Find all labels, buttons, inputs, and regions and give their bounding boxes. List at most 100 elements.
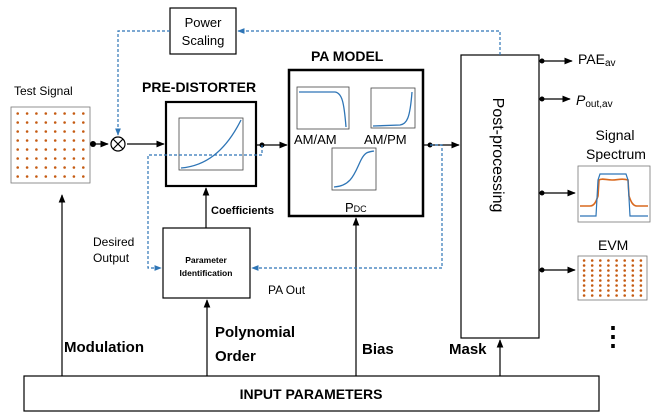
- constellation-point: [615, 264, 618, 267]
- constellation-point: [590, 279, 594, 282]
- constellation-point: [623, 269, 626, 272]
- constellation-point: [53, 148, 57, 151]
- am-pm-curve: [372, 91, 413, 127]
- constellation-point: [25, 130, 29, 133]
- constellation-point: [607, 289, 610, 292]
- constellation-point: [63, 175, 66, 178]
- pa-out-label: PA Out: [268, 283, 306, 297]
- constellation-point: [25, 148, 29, 151]
- mask-label: Mask: [449, 341, 487, 358]
- input-parameters-box: [23, 375, 600, 412]
- constellation-point: [35, 157, 38, 160]
- constellation-point: [615, 274, 618, 277]
- constellation-point: [44, 166, 48, 169]
- constellation-point: [16, 139, 20, 142]
- constellation-point: [615, 279, 618, 282]
- constellation-point: [582, 259, 586, 262]
- constellation-point: [599, 289, 602, 292]
- constellation-point: [44, 112, 48, 115]
- constellation-point: [599, 284, 602, 287]
- constellation-point: [25, 121, 29, 124]
- constellation-point: [72, 166, 76, 169]
- constellation-point: [44, 148, 48, 151]
- test-signal-constellation: [16, 112, 85, 178]
- constellation-point: [607, 294, 610, 297]
- constellation-point: [72, 112, 76, 115]
- constellation-point: [607, 284, 610, 287]
- evm-plot: [577, 255, 648, 301]
- input-parameters-label: INPUT PARAMETERS: [240, 386, 383, 402]
- p-dc-curve: [333, 150, 375, 188]
- constellation-point: [53, 121, 57, 124]
- constellation-point: [63, 157, 66, 160]
- pre-distorter-title: PRE-DISTORTER: [142, 79, 256, 95]
- constellation-point: [590, 284, 594, 287]
- more-outputs-ellipsis: ⋮: [600, 321, 626, 351]
- constellation-point: [599, 264, 602, 267]
- constellation-point: [16, 130, 20, 133]
- constellation-point: [25, 112, 29, 115]
- spectrum-blue-trace: [580, 173, 648, 217]
- constellation-point: [639, 294, 643, 297]
- constellation-point: [615, 259, 618, 262]
- constellation-point: [72, 148, 76, 151]
- constellation-point: [35, 130, 38, 133]
- constellation-point: [82, 139, 85, 142]
- constellation-point: [615, 284, 618, 287]
- polynomial-order-label-1: Polynomial: [215, 324, 295, 341]
- constellation-point: [590, 269, 594, 272]
- constellation-point: [623, 279, 626, 282]
- constellation-point: [82, 148, 85, 151]
- constellation-point: [16, 112, 20, 115]
- constellation-point: [639, 279, 643, 282]
- power-scaling-label-2: Scaling: [182, 33, 225, 48]
- constellation-point: [623, 289, 626, 292]
- constellation-point: [599, 269, 602, 272]
- constellation-point: [16, 121, 20, 124]
- constellation-point: [590, 259, 594, 262]
- constellation-point: [590, 289, 594, 292]
- constellation-point: [631, 269, 635, 272]
- constellation-point: [63, 112, 66, 115]
- constellation-point: [72, 175, 76, 178]
- constellation-point: [44, 130, 48, 133]
- constellation-point: [599, 259, 602, 262]
- parameter-identification-box: [162, 227, 251, 299]
- modulation-label: Modulation: [64, 339, 144, 356]
- constellation-point: [35, 166, 38, 169]
- signal-spectrum-label-2: Spectrum: [586, 146, 646, 162]
- constellation-point: [623, 294, 626, 297]
- constellation-point: [615, 289, 618, 292]
- constellation-point: [16, 148, 20, 151]
- post-processing-box: [460, 54, 540, 339]
- constellation-point: [623, 274, 626, 277]
- constellation-point: [631, 259, 635, 262]
- constellation-point: [582, 284, 586, 287]
- constellation-point: [582, 269, 586, 272]
- parameter-identification-label-2: Identification: [180, 268, 233, 278]
- parameter-identification-label-1: Parameter: [185, 255, 227, 265]
- constellation-point: [607, 269, 610, 272]
- constellation-point: [623, 259, 626, 262]
- constellation-point: [53, 175, 57, 178]
- constellation-point: [82, 157, 85, 160]
- constellation-point: [582, 264, 586, 267]
- constellation-point: [639, 259, 643, 262]
- am-pm-plot: [370, 87, 416, 129]
- am-am-curve: [299, 91, 347, 128]
- evm-label: EVM: [598, 237, 628, 253]
- constellation-point: [590, 264, 594, 267]
- constellation-point: [25, 139, 29, 142]
- power-scaling-label-1: Power: [185, 15, 223, 30]
- signal-spectrum-label-1: Signal: [596, 127, 635, 143]
- pae-output-label: PAEav: [578, 51, 616, 69]
- spectrum-orange-trace: [580, 178, 648, 207]
- am-am-plot: [296, 86, 350, 130]
- constellation-point: [16, 175, 20, 178]
- constellation-point: [607, 264, 610, 267]
- constellation-point: [16, 157, 20, 160]
- constellation-point: [607, 274, 610, 277]
- constellation-point: [53, 166, 57, 169]
- p-dc-label: PDC: [345, 200, 367, 215]
- constellation-point: [82, 166, 85, 169]
